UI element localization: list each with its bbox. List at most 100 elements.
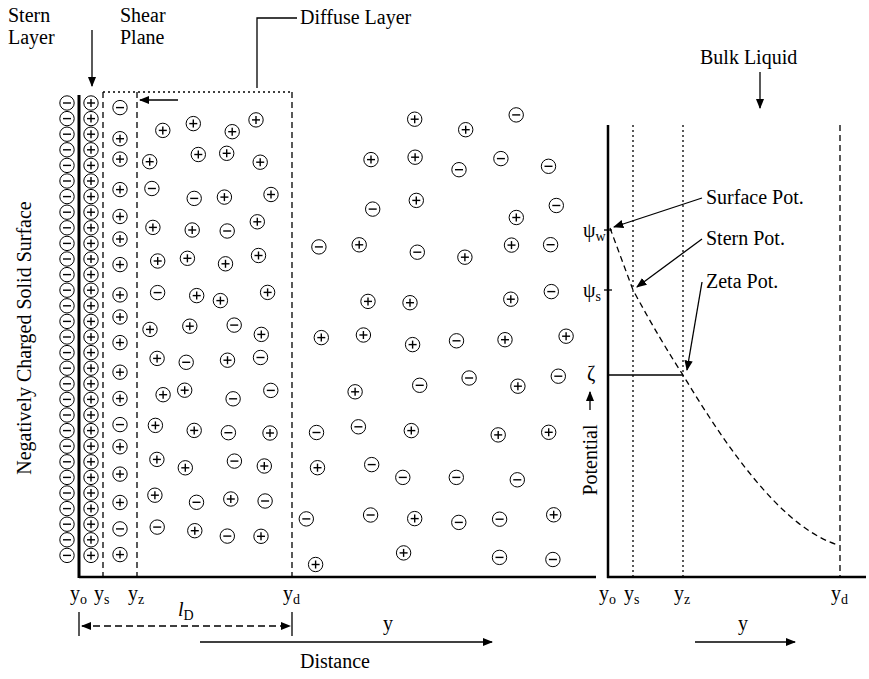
positive-ion: [254, 529, 268, 543]
positive-ion: [504, 238, 518, 252]
positive-ion: [404, 423, 418, 437]
positive-ion: [143, 322, 157, 336]
negative-ion: [60, 143, 74, 157]
positive-ion: [84, 408, 98, 422]
positive-ion: [84, 299, 98, 313]
positive-ion: [113, 209, 127, 223]
negative-ion: [60, 252, 74, 266]
negative-ion: [60, 470, 74, 484]
positive-ion: [84, 158, 98, 172]
positive-ion: [113, 152, 127, 166]
negative-ion: [264, 383, 278, 397]
potential-curve: [610, 228, 838, 545]
surface-title: Negatively Charged Solid Surface: [13, 201, 35, 474]
positive-ion: [84, 548, 98, 562]
positive-ion: [185, 223, 199, 237]
positive-ion: [84, 189, 98, 203]
position-label: yo: [70, 582, 87, 604]
negative-ion: [258, 494, 272, 508]
negative-ion: [60, 330, 74, 344]
positive-ion: [84, 96, 98, 110]
positive-ion: [220, 353, 234, 367]
positive-ion: [84, 486, 98, 500]
potential-symbol: ψs: [583, 279, 601, 301]
negative-ion: [492, 512, 506, 526]
negative-ion: [299, 512, 313, 526]
position-label: yd: [831, 582, 848, 604]
potential-symbol: ψw: [583, 219, 606, 241]
positive-ion: [547, 508, 561, 522]
diffuse-pointer: [257, 18, 297, 88]
negative-ion: [351, 420, 365, 434]
layer-title: Diffuse Layer: [300, 6, 411, 28]
positive-ion: [408, 511, 422, 525]
yd-line: [839, 125, 840, 577]
bulk-pointer: [759, 72, 760, 108]
negative-ion: [449, 470, 463, 484]
positive-ion: [178, 461, 192, 475]
negative-ion: [546, 552, 560, 566]
negative-ion: [60, 455, 74, 469]
negative-ion: [309, 425, 323, 439]
positive-ion: [504, 292, 518, 306]
negative-ion: [544, 284, 558, 298]
positive-ion: [150, 351, 164, 365]
positive-ion: [84, 252, 98, 266]
negative-ion: [60, 345, 74, 359]
positive-ion: [84, 392, 98, 406]
potential-arrow: [589, 392, 590, 410]
negative-ion: [113, 417, 127, 431]
positive-ion: [113, 391, 127, 405]
negative-ion: [551, 369, 565, 383]
negative-ion: [60, 377, 74, 391]
negative-ion: [60, 267, 74, 281]
stern-boundary: [102, 92, 103, 577]
psi-s-tick: [604, 289, 612, 290]
positive-ion: [250, 215, 264, 229]
y-axis: [607, 576, 866, 579]
positive-ion: [310, 461, 324, 475]
positive-ion: [84, 517, 98, 531]
positive-ion: [224, 492, 238, 506]
negative-ion: [253, 350, 267, 364]
positive-ion: [348, 385, 362, 399]
positive-ion: [491, 428, 505, 442]
negative-ion: [549, 198, 563, 212]
negative-ion: [60, 189, 74, 203]
positive-ion: [308, 557, 322, 571]
positive-ion: [113, 547, 127, 561]
zeta-level: [608, 374, 683, 375]
positive-ion: [356, 328, 370, 342]
positive-ion: [84, 127, 98, 141]
positive-ion: [314, 330, 328, 344]
positive-ion: [188, 524, 202, 538]
negative-ion: [60, 533, 74, 547]
positive-ion: [113, 495, 127, 509]
negative-ion: [113, 522, 127, 536]
potential-callout: Surface Pot.: [706, 186, 804, 208]
positive-ion: [84, 377, 98, 391]
positive-ion: [84, 267, 98, 281]
negative-ion: [60, 111, 74, 125]
positive-ion: [84, 111, 98, 125]
positive-ion: [213, 293, 227, 307]
positive-ion: [251, 248, 265, 262]
positive-ion: [260, 285, 274, 299]
ions: [60, 96, 574, 572]
positive-ion: [113, 440, 127, 454]
positive-ion: [180, 251, 194, 265]
potential-callout: Zeta Pot.: [706, 270, 778, 292]
negative-ion: [413, 378, 427, 392]
position-label: yz: [674, 582, 690, 604]
potential-callout: Stern Pot.: [706, 227, 785, 249]
negative-ion: [60, 361, 74, 375]
positive-ion: [408, 150, 422, 164]
stern-pot-leader: [637, 239, 702, 287]
diffuse-span: [103, 91, 292, 92]
positive-ion: [113, 310, 127, 324]
debye-tick: [78, 612, 79, 636]
positive-ion: [150, 452, 164, 466]
potential-axis: [607, 125, 610, 578]
